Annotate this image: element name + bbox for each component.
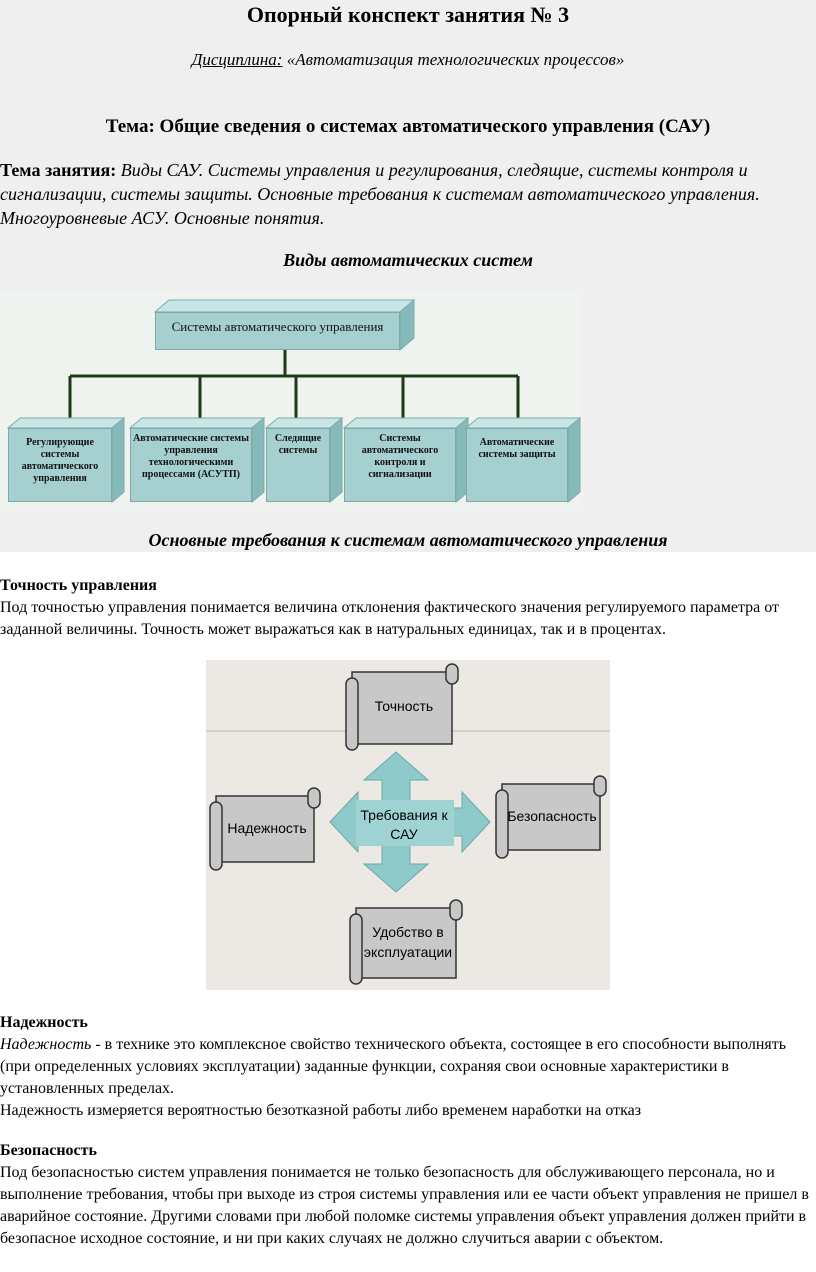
safety-heading: Безопасность [0, 1142, 97, 1159]
requirements-diagram-art [206, 663, 610, 985]
scroll-right-icon [495, 775, 607, 859]
types-diagram-connectors [6, 298, 582, 504]
requirements-diagram: Точность Надежность Безопасность Удобств… [206, 660, 610, 990]
discipline-line: Дисциплина: «Автоматизация технологическ… [0, 50, 816, 70]
reliability-text-block: Надежность - в технике это комплексное с… [0, 1034, 816, 1100]
root-node: Системы автоматического управления [155, 312, 400, 350]
lesson-label: Тема занятия: [0, 160, 117, 180]
discipline-value: «Автоматизация технологических процессов… [286, 50, 625, 69]
child-node-control-signaling: Системы автоматического контроля и сигна… [344, 428, 456, 502]
scroll-top-icon [345, 663, 459, 751]
types-diagram: Системы автоматического управления Регул… [0, 292, 582, 510]
lesson-topic: Тема занятия: Виды САУ. Системы управлен… [0, 158, 812, 230]
lesson-text: Виды САУ. Системы управления и регулиров… [0, 160, 760, 228]
scroll-left-icon [209, 787, 321, 871]
discipline-label: Дисциплина: [191, 50, 283, 69]
child-node-regulating: Регулирующие системы автоматического упр… [8, 428, 112, 502]
reliability-heading: Надежность [0, 1014, 88, 1031]
reliability-text: - в технике это комплексное свойство тех… [0, 1036, 787, 1097]
scroll-bottom-icon [349, 899, 463, 985]
requirement-accuracy: Точность [374, 698, 434, 714]
requirements-center-label: Требования к САУ [360, 807, 448, 842]
safety-section: Безопасность Под безопасностью систем уп… [0, 1140, 816, 1250]
reliability-measure: Надежность измеряется вероятностью безот… [0, 1102, 642, 1119]
requirement-safety: Безопасность [507, 808, 597, 824]
accuracy-section: Точность управления Под точностью управл… [0, 575, 816, 641]
child-node-tracking: Следящие системы [266, 428, 330, 502]
requirements-caption: Основные требования к системам автоматич… [148, 530, 668, 550]
accuracy-text: Под точностью управления понимается вели… [0, 599, 780, 638]
accuracy-heading: Точность управления [0, 577, 157, 594]
page-title: Опорный конспект занятия № 3 [246, 2, 570, 27]
diagram-types-caption: Виды автоматических систем [283, 250, 533, 270]
reliability-term: Надежность [0, 1036, 92, 1053]
reliability-section: Надежность Надежность - в технике это ко… [0, 1012, 816, 1122]
safety-text: Под безопасностью систем управления пони… [0, 1164, 809, 1247]
topic-heading: Тема: Общие сведения о системах автомати… [105, 116, 711, 137]
requirement-usability: Удобство в эксплуатации [363, 924, 453, 960]
child-node-protection: Автоматические системы защиты [466, 428, 568, 502]
requirement-reliability: Надежность [227, 820, 307, 836]
four-way-arrow-icon [329, 751, 491, 893]
child-node-asutp: Автоматические системы управления технол… [130, 428, 252, 502]
